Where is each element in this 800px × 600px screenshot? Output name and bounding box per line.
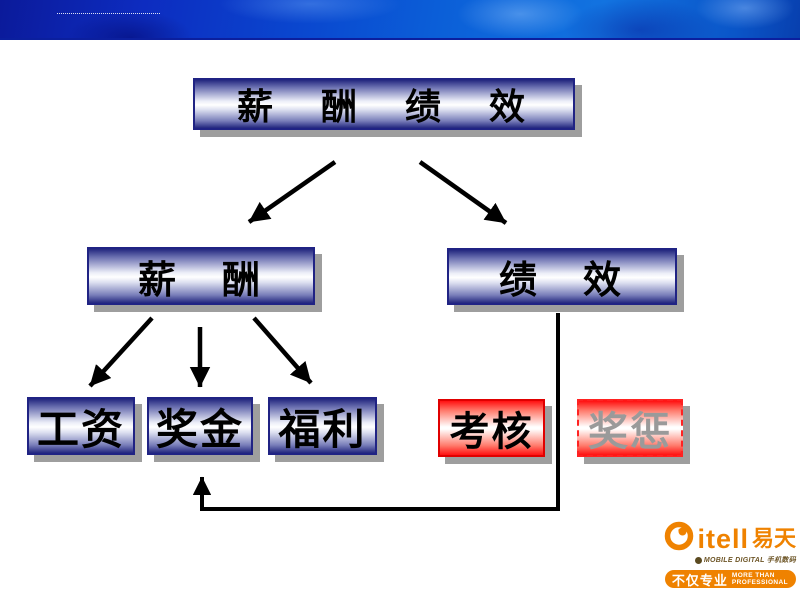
- node-root-salary-performance: 薪 酬 绩 效: [193, 78, 575, 130]
- mobile-digital-badge-icon: [694, 556, 702, 564]
- logo-main-row: itell 易天: [664, 521, 796, 556]
- node-wage: 工资: [27, 397, 135, 455]
- node-root-label: 薪 酬 绩 效: [236, 87, 531, 127]
- node-assessment: 考核: [438, 399, 545, 457]
- node-salary: 薪 酬: [87, 247, 315, 305]
- tagline-en: MORE THAN PROFESSIONAL: [732, 572, 788, 586]
- node-salary-label: 薪 酬: [137, 259, 264, 302]
- node-reward-punishment-label: 奖惩: [588, 409, 672, 454]
- logo-tagline-pill: 不仅专业 MORE THAN PROFESSIONAL: [664, 570, 796, 588]
- brand-name-en: itell: [697, 523, 749, 554]
- tagline-en-top: MORE THAN: [731, 572, 775, 579]
- node-performance-label: 绩 效: [498, 260, 625, 302]
- node-welfare: 福利: [268, 397, 377, 455]
- arrow-salary-to-welfare: [252, 316, 313, 385]
- header-fine-print-line: [57, 13, 160, 14]
- brand-name-cn: 易天: [751, 525, 796, 551]
- sub-brand-text: MOBILE DIGITAL 手机数码: [703, 557, 796, 564]
- arrow-root-to-salary: [247, 160, 337, 224]
- node-wage-label: 工资: [36, 407, 125, 454]
- logo-sub-brand-row: MOBILE DIGITAL 手机数码: [694, 555, 796, 565]
- itell-eye-icon: [664, 521, 694, 556]
- node-assessment-label: 考核: [449, 409, 534, 454]
- slide-header-banner: [0, 0, 800, 40]
- node-reward-punishment: 奖惩: [577, 399, 683, 457]
- itell-brand-logo: itell 易天 MOBILE DIGITAL 手机数码 不仅专业 MORE T…: [646, 521, 796, 588]
- node-bonus-label: 奖金: [155, 407, 244, 454]
- node-performance: 绩 效: [447, 248, 677, 305]
- tagline-en-bottom: PROFESSIONAL: [731, 579, 788, 586]
- arrow-salary-to-wage: [88, 316, 154, 388]
- tagline-cn: 不仅专业: [671, 572, 728, 588]
- node-bonus: 奖金: [147, 397, 253, 455]
- arrow-root-to-performance: [418, 160, 508, 225]
- node-welfare-label: 福利: [278, 407, 367, 454]
